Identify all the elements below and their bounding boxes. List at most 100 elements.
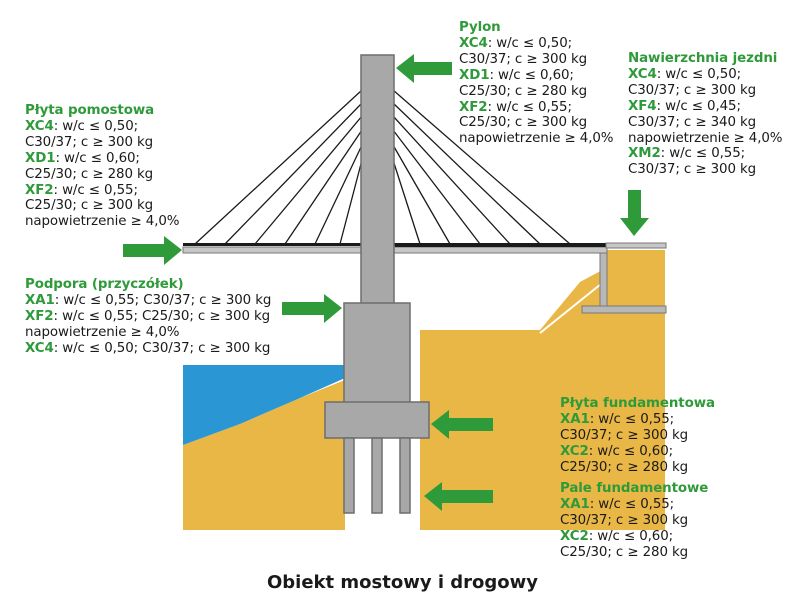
spec-line: C25/30; c ≥ 300 kg: [459, 115, 613, 131]
spec-text: : w/c ≤ 0,55; C30/37; c ≥ 300 kg: [54, 292, 272, 308]
label-deck-title: Płyta pomostowa: [25, 103, 155, 118]
exposure-class-code: XF2: [25, 308, 54, 324]
arrow-pylon: [396, 54, 452, 83]
spec-text: C30/37; c ≥ 300 kg: [459, 51, 588, 67]
spec-line: XF4: w/c ≤ 0,45;: [628, 99, 782, 115]
spec-line: XD1: w/c ≤ 0,60;: [459, 68, 613, 84]
exposure-class-code: XC2: [560, 528, 589, 544]
spec-text: : w/c ≤ 0,50;: [487, 35, 573, 51]
spec-text: : w/c ≤ 0,55;: [487, 99, 572, 115]
diagram-caption: Obiekt mostowy i drogowy: [266, 572, 539, 593]
spec-line: XF2: w/c ≤ 0,55; C25/30; c ≥ 300 kg: [25, 309, 271, 325]
spec-line: XC4: w/c ≤ 0,50; C30/37; c ≥ 300 kg: [25, 341, 271, 357]
arrow-roadway: [620, 190, 649, 236]
pile-cap: [324, 401, 430, 439]
stay-cables: [194, 89, 571, 245]
spec-line: C30/37; c ≥ 300 kg: [628, 162, 782, 178]
spec-text: C30/37; c ≥ 300 kg: [628, 162, 757, 178]
spec-text: : w/c ≤ 0,50;: [656, 66, 742, 82]
water: [183, 365, 345, 445]
spec-line: XM2: w/c ≤ 0,55;: [628, 146, 782, 162]
spec-text: C25/30; c ≥ 300 kg: [25, 198, 154, 214]
spec-line: C25/30; c ≥ 300 kg: [25, 198, 179, 214]
spec-text: C30/37; c ≥ 300 kg: [25, 134, 154, 150]
spec-text: C25/30; c ≥ 300 kg: [459, 115, 588, 131]
spec-line: napowietrzenie ≥ 4,0%: [25, 325, 271, 341]
exposure-class-code: XF2: [459, 99, 488, 115]
spec-line: XA1: w/c ≤ 0,55;: [560, 412, 715, 428]
arrow-foundation-slab: [431, 410, 493, 439]
arrow-piles: [424, 482, 493, 511]
spec-text: C25/30; c ≥ 280 kg: [25, 166, 154, 182]
spec-line: C30/37; c ≥ 300 kg: [560, 428, 715, 444]
spec-line: XF2: w/c ≤ 0,55;: [25, 183, 179, 199]
embankment-edge: [539, 279, 607, 334]
spec-text: C30/37; c ≥ 340 kg: [628, 114, 757, 130]
spec-line: XC2: w/c ≤ 0,60;: [560, 444, 715, 460]
spec-line: C30/37; c ≥ 340 kg: [628, 115, 782, 131]
spec-text: C30/37; c ≥ 300 kg: [628, 82, 757, 98]
spec-text: C25/30; c ≥ 280 kg: [459, 83, 588, 99]
spec-line: napowietrzenie ≥ 4,0%: [459, 131, 614, 147]
exposure-class-code: XC4: [628, 66, 657, 82]
abutment-footing: [581, 305, 667, 314]
exposure-class-code: XD1: [459, 67, 490, 83]
spec-line: C25/30; c ≥ 280 kg: [560, 545, 708, 561]
spec-line: C30/37; c ≥ 300 kg: [560, 513, 708, 529]
spec-line: XD1: w/c ≤ 0,60;: [25, 151, 179, 167]
exposure-class-code: XM2: [628, 146, 661, 162]
exposure-class-code: XC4: [25, 118, 54, 134]
label-piles: Pale fundamentowe XA1: w/c ≤ 0,55;C30/37…: [560, 481, 708, 561]
spec-line: XC4: w/c ≤ 0,50;: [25, 119, 179, 135]
label-pylon-title: Pylon: [459, 20, 501, 35]
spec-text: : w/c ≤ 0,60;: [588, 528, 674, 544]
label-piles-title: Pale fundamentowe: [560, 481, 709, 496]
spec-text: C30/37; c ≥ 300 kg: [560, 427, 689, 443]
spec-text: C25/30; c ≥ 280 kg: [560, 544, 689, 560]
abutment-wall: [599, 249, 608, 309]
spec-text: : w/c ≤ 0,55;: [589, 411, 675, 427]
label-foundation-slab-title: Płyta fundamentowa: [560, 396, 715, 411]
spec-text: : w/c ≤ 0,50;: [53, 118, 139, 134]
spec-line: napowietrzenie ≥ 4,0%: [628, 130, 783, 147]
piles: [343, 437, 411, 514]
exposure-class-code: XC2: [560, 443, 589, 459]
spec-line: C30/37; c ≥ 300 kg: [459, 52, 613, 68]
soil: [183, 250, 665, 530]
label-roadway-title: Nawierzchnia jezdni: [628, 51, 778, 66]
label-foundation-slab: Płyta fundamentowa XA1: w/c ≤ 0,55;C30/3…: [560, 396, 715, 476]
spec-line: XC4: w/c ≤ 0,50;: [459, 36, 613, 52]
spec-line: XA1: w/c ≤ 0,55; C30/37; c ≥ 300 kg: [25, 293, 271, 309]
exposure-class-code: XF2: [25, 182, 54, 198]
spec-text: C30/37; c ≥ 300 kg: [560, 512, 689, 528]
exposure-class-code: XA1: [560, 496, 590, 512]
spec-line: XC4: w/c ≤ 0,50;: [628, 67, 782, 83]
exposure-class-code: XC4: [459, 35, 488, 51]
spec-line: C30/37; c ≥ 300 kg: [25, 135, 179, 151]
spec-line: XF2: w/c ≤ 0,55;: [459, 100, 613, 116]
spec-text: : w/c ≤ 0,50; C30/37; c ≥ 300 kg: [53, 340, 271, 356]
exposure-class-code: XF4: [628, 98, 657, 114]
exposure-class-code: XA1: [560, 411, 590, 427]
spec-text: napowietrzenie ≥ 4,0%: [628, 130, 783, 146]
spec-line: C25/30; c ≥ 280 kg: [560, 460, 715, 476]
label-roadway: Nawierzchnia jezdni XC4: w/c ≤ 0,50;C30/…: [628, 51, 783, 178]
arrow-support: [282, 294, 342, 323]
spec-text: napowietrzenie ≥ 4,0%: [25, 324, 180, 340]
spec-line: C25/30; c ≥ 280 kg: [459, 84, 613, 100]
spec-text: napowietrzenie ≥ 4,0%: [25, 214, 180, 230]
spec-text: : w/c ≤ 0,60;: [55, 150, 140, 166]
spec-text: : w/c ≤ 0,55;: [53, 182, 138, 198]
pylon: [360, 54, 395, 306]
label-deck: Płyta pomostowa XC4: w/c ≤ 0,50;C30/37; …: [25, 103, 180, 230]
spec-text: napowietrzenie ≥ 4,0%: [459, 131, 614, 147]
spec-line: XC2: w/c ≤ 0,60;: [560, 529, 708, 545]
arrow-deck: [123, 236, 182, 265]
spec-text: : w/c ≤ 0,45;: [656, 98, 741, 114]
spec-text: : w/c ≤ 0,55;: [589, 496, 675, 512]
label-pylon: Pylon XC4: w/c ≤ 0,50;C30/37; c ≥ 300 kg…: [459, 20, 614, 147]
exposure-class-code: XC4: [25, 340, 54, 356]
spec-text: : w/c ≤ 0,55;: [660, 146, 746, 162]
spec-line: XA1: w/c ≤ 0,55;: [560, 497, 708, 513]
